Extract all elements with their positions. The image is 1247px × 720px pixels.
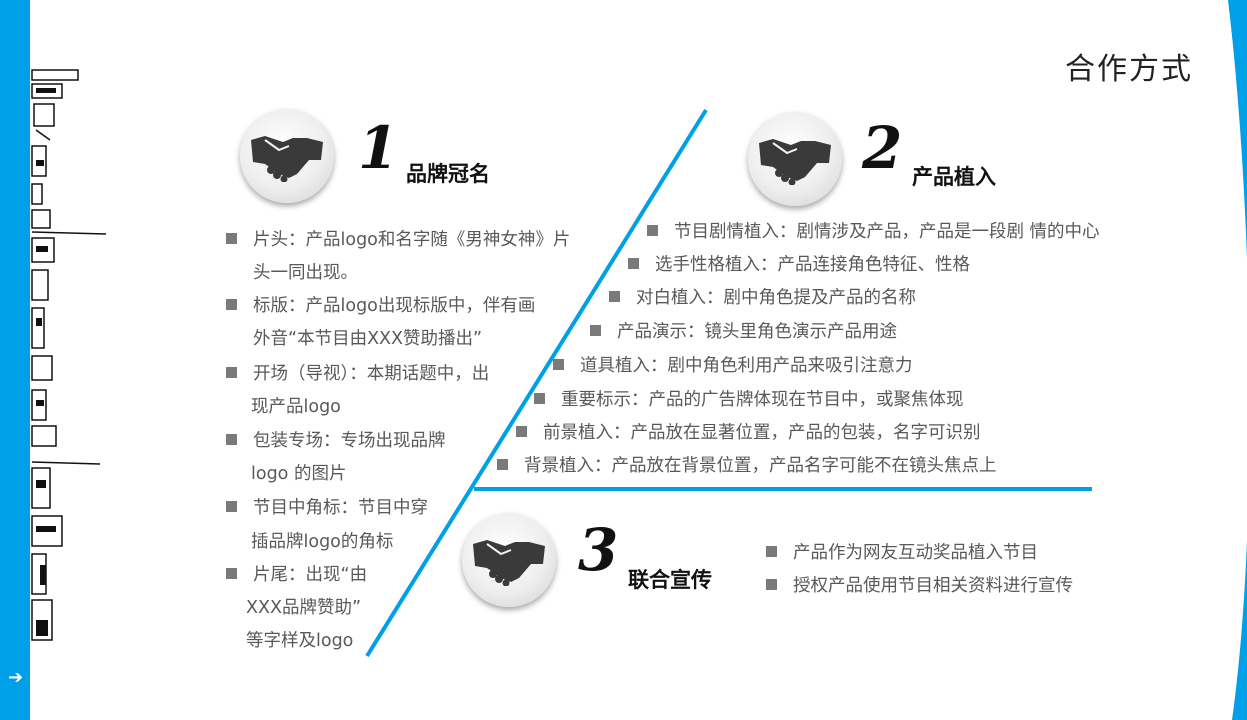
handshake-icon: [473, 540, 545, 586]
list-item: 节目剧情植入：剧情涉及产品，产品是一段剧 情的中心: [647, 216, 1100, 249]
list-item: 片头：产品logo和名字随《男神女神》片: [226, 224, 570, 257]
list-item-cont: 等字样及logo: [246, 631, 354, 651]
right-curve-decoration: [1228, 0, 1247, 720]
list-item: 对白植入：剧中角色提及产品的名称: [609, 282, 916, 315]
list-item: 开场（导视）：本期话题中，出: [226, 358, 489, 391]
list-item-cont: 插品牌logo的角标: [251, 532, 394, 552]
arrow-right-icon[interactable]: ➔: [8, 667, 24, 688]
list-item: 授权产品使用节目相关资料进行宣传: [766, 570, 1073, 603]
section-title-3: 联合宣传: [628, 568, 712, 592]
list-item: 前景植入：产品放在显著位置，产品的包装，名字可识别: [516, 417, 981, 450]
list-item: 选手性格植入：产品连接角色特征、性格: [628, 249, 970, 282]
section-title-2: 产品植入: [912, 165, 996, 189]
list-item-cont: 外音“本节目由XXX赞助播出”: [253, 329, 483, 349]
list-item-cont: logo 的图片: [251, 464, 347, 484]
section-number-2: 2: [862, 114, 903, 182]
section-number-1: 1: [358, 114, 399, 182]
section-number-3: 3: [578, 516, 619, 584]
list-item: 背景植入：产品放在背景位置，产品名字可能不在镜头焦点上: [497, 450, 997, 483]
handshake-badge-3: [462, 513, 556, 607]
list-item: 道具植入：剧中角色利用产品来吸引注意力: [553, 350, 913, 383]
list-item-cont: 头一同出现。: [253, 263, 358, 283]
handshake-icon: [251, 136, 323, 182]
section-title-1: 品牌冠名: [406, 162, 490, 186]
handshake-badge-1: [240, 109, 334, 203]
list-item: 产品作为网友互动奖品植入节目: [766, 537, 1038, 570]
handshake-icon: [759, 139, 831, 185]
list-item: 标版：产品logo出现标版中，伴有画: [226, 290, 535, 323]
list-item: 重要标示：产品的广告牌体现在节目中，或聚焦体现: [534, 384, 964, 417]
list-item: 节目中角标：节目中穿: [226, 492, 428, 525]
handshake-badge-2: [748, 112, 842, 206]
list-item-cont: XXX品牌赞助”: [246, 598, 362, 618]
city-skyline-decoration: [31, 69, 107, 641]
list-item: 产品演示：镜头里角色演示产品用途: [590, 316, 897, 349]
page-title: 合作方式: [1065, 52, 1193, 87]
list-item: 片尾：出现“由: [226, 559, 367, 592]
left-accent-bar: [0, 0, 30, 720]
list-item-cont: 现产品logo: [251, 397, 341, 417]
list-item: 包装专场：专场出现品牌: [226, 425, 446, 458]
